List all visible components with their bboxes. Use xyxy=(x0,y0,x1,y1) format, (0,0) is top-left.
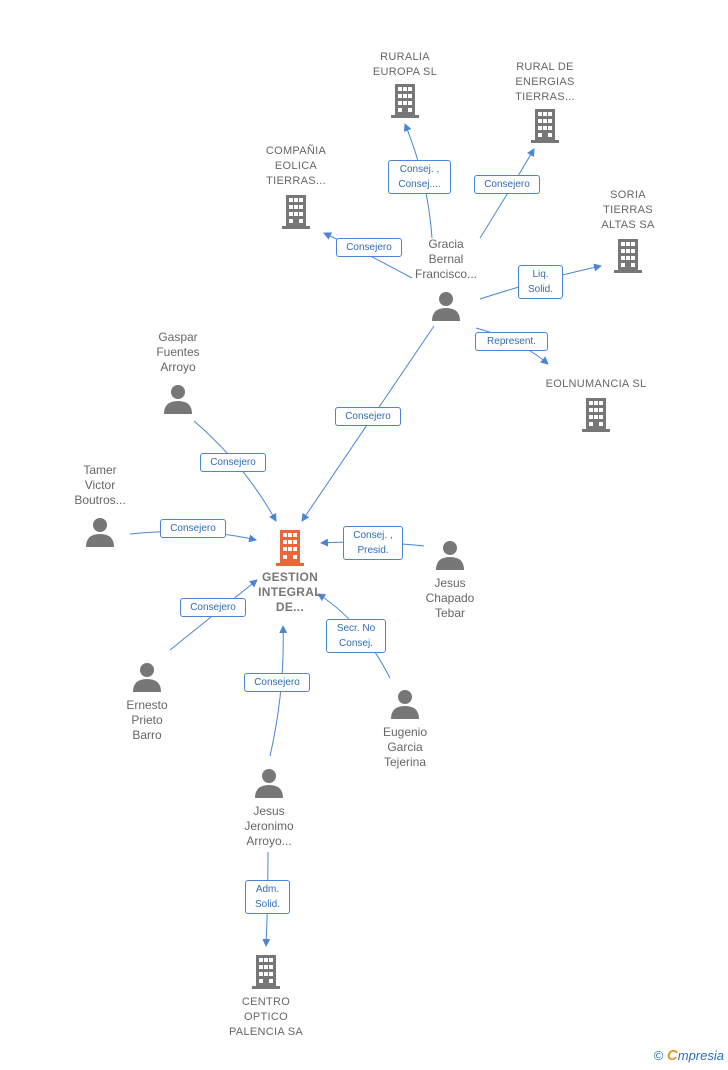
edge-badge-gracia-eolnumancia[interactable]: Represent. xyxy=(475,332,548,351)
node-label: Boutros... xyxy=(74,493,126,507)
node-label: OPTICO xyxy=(244,1011,288,1023)
node-label: TIERRAS xyxy=(603,204,653,216)
edge-badge-gracia-rural-energias[interactable]: Consejero xyxy=(474,175,540,194)
brand-initial: C xyxy=(666,1047,678,1064)
node-label: Jesus xyxy=(434,576,466,590)
edge-badge-gaspar-gestion[interactable]: Consejero xyxy=(200,453,266,472)
node-label: DE... xyxy=(275,600,305,614)
empresia-logo[interactable]: © Cmpresia xyxy=(654,1047,724,1064)
badge-text: Consejero xyxy=(345,411,391,422)
edge-badge-ernesto-gestion[interactable]: Consejero xyxy=(180,598,246,617)
person-icon xyxy=(436,541,464,570)
node-label: PALENCIA SA xyxy=(228,1026,304,1038)
badge-text: Consej. , xyxy=(399,164,440,175)
edge-badge-gracia-compania[interactable]: Consejero xyxy=(336,238,402,257)
node-label: Jeronimo xyxy=(244,819,294,833)
building-icon xyxy=(391,84,419,118)
node-label: TIERRAS... xyxy=(515,91,575,103)
node-label: Eugenio xyxy=(382,725,428,739)
node-label: COMPAÑIA xyxy=(265,145,327,157)
node-label: Tebar xyxy=(434,606,466,620)
node-label: TIERRAS... xyxy=(266,175,326,187)
node-label: Victor xyxy=(84,478,116,492)
badge-text: Consej.... xyxy=(398,179,441,190)
node-label: EOLICA xyxy=(274,160,318,172)
node-label: Arroyo xyxy=(160,360,196,374)
badge-text: Consejero xyxy=(190,602,236,613)
node-label: EUROPA SL xyxy=(372,66,438,78)
node-label: Gracia xyxy=(428,237,464,251)
node-label: Tamer xyxy=(83,463,117,477)
node-label: Ernesto xyxy=(126,698,168,712)
badge-text: Liq. xyxy=(532,269,549,280)
badge-text: Solid. xyxy=(527,284,553,295)
edge-badge-chapado-gestion[interactable]: Consej. , Presid. xyxy=(343,526,403,560)
building-icon xyxy=(252,955,280,989)
badge-text: Adm. xyxy=(255,884,280,895)
badge-text: Consej. xyxy=(339,638,373,649)
badge-text: Consejero xyxy=(254,677,300,688)
person-icon xyxy=(391,690,419,719)
node-label: CENTRO xyxy=(241,996,291,1008)
person-icon xyxy=(432,292,460,321)
node-label: Garcia xyxy=(387,740,423,754)
badge-text: Presid. xyxy=(357,545,389,556)
building-icon xyxy=(531,109,559,143)
badge-text: Consejero xyxy=(170,523,216,534)
building-icon xyxy=(282,195,310,229)
node-label: RURALIA xyxy=(380,51,430,63)
building-icon xyxy=(276,530,304,566)
node-label: Bernal xyxy=(428,252,464,266)
node-label: INTEGRAL xyxy=(258,585,322,599)
node-label: Fuentes xyxy=(156,345,200,359)
node-label: ALTAS SA xyxy=(601,219,655,231)
edge-badge-jeronimo-centro[interactable]: Adm. Solid. xyxy=(245,880,290,914)
badge-text: Consejero xyxy=(346,242,392,253)
edge-badge-gracia-gestion[interactable]: Consejero xyxy=(335,407,401,426)
edge-badge-jeronimo-gestion[interactable]: Consejero xyxy=(244,673,310,692)
building-icon xyxy=(614,239,642,273)
badge-text: Consejero xyxy=(210,457,256,468)
person-icon xyxy=(164,385,192,414)
node-label: Prieto xyxy=(131,713,163,727)
node-label: SORIA xyxy=(610,189,646,201)
badge-text: Represent. xyxy=(487,336,536,347)
person-icon xyxy=(255,769,283,798)
node-label: GESTION xyxy=(261,570,319,584)
node-label: Jesus xyxy=(253,804,285,818)
node-label: ENERGIAS xyxy=(515,76,575,88)
badge-text: Secr. No xyxy=(336,623,376,634)
node-label: Gaspar xyxy=(158,330,198,344)
badge-text: Consejero xyxy=(484,179,530,190)
badge-text: Consej. , xyxy=(353,530,393,541)
edge-badge-gracia-soria[interactable]: Liq. Solid. xyxy=(518,265,563,299)
node-label: Arroyo... xyxy=(246,834,292,848)
edge-badge-eugenio-gestion[interactable]: Secr. No Consej. xyxy=(326,619,386,653)
building-icon xyxy=(582,398,610,432)
person-icon xyxy=(133,663,161,692)
node-label: Francisco... xyxy=(414,267,477,281)
node-label: EOLNUMANCIA SL xyxy=(545,378,647,390)
person-icon xyxy=(86,518,114,547)
edge-badge-tamer-gestion[interactable]: Consejero xyxy=(160,519,226,538)
node-label: RURAL DE xyxy=(516,61,574,73)
edge-badge-gracia-ruralia[interactable]: Consej. , Consej.... xyxy=(388,160,451,194)
brand-name: mpresia xyxy=(677,1048,724,1063)
node-label: Barro xyxy=(132,728,162,742)
copyright-icon: © xyxy=(653,1048,664,1063)
badge-text: Solid. xyxy=(254,899,280,910)
node-label: Chapado xyxy=(425,591,475,605)
node-label: Tejerina xyxy=(383,755,427,769)
